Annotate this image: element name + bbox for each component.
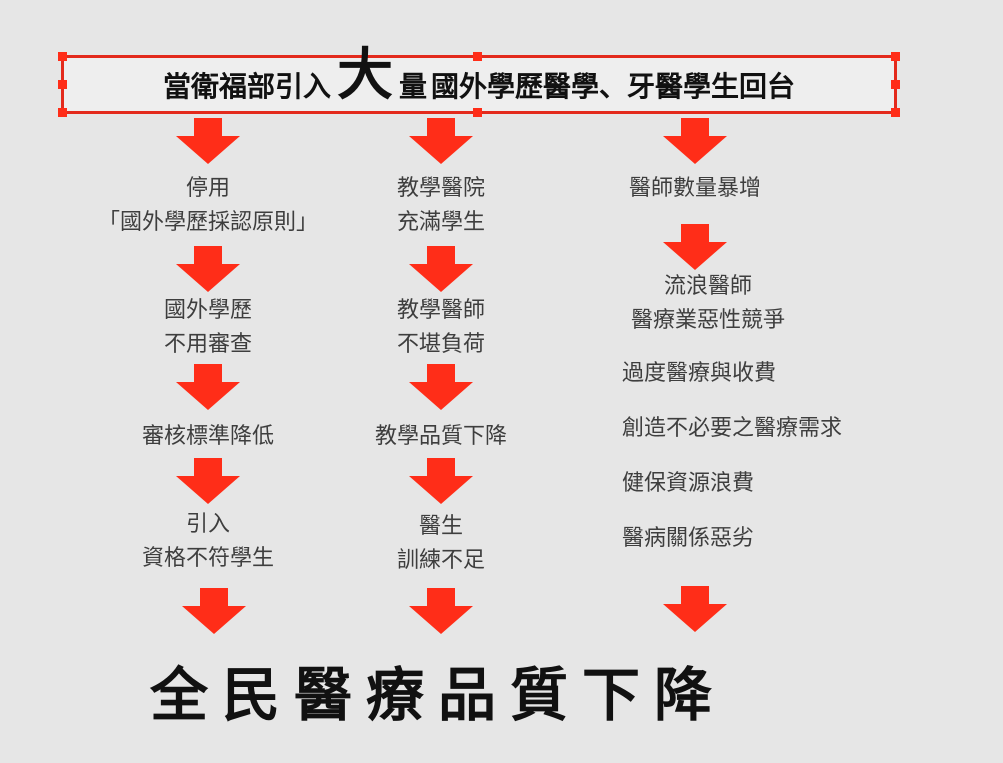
selection-handle bbox=[473, 52, 482, 61]
selection-handle bbox=[473, 108, 482, 117]
col3-effect-item: 創造不必要之醫療需求 bbox=[622, 412, 842, 446]
col2-node-3: 教學品質下降 bbox=[331, 420, 551, 454]
down-arrow-icon bbox=[663, 586, 727, 632]
col2-node-1-line1: 教學醫院 bbox=[396, 176, 485, 201]
col2-node-2: 教學醫師 不堪負荷 bbox=[341, 294, 541, 362]
selection-handle bbox=[58, 80, 67, 89]
col3-node-2-line1: 流浪醫師 bbox=[663, 274, 752, 299]
header-title-big-char: 大 bbox=[336, 41, 393, 108]
col1-node-1-line1: 停用 bbox=[185, 176, 230, 201]
selection-handle bbox=[891, 52, 900, 61]
down-arrow-icon bbox=[409, 118, 473, 164]
selection-handle bbox=[891, 80, 900, 89]
col3-effect-item-text: 創造不必要之醫療需求 bbox=[622, 416, 843, 441]
col1-node-4: 引入 資格不符學生 bbox=[98, 508, 318, 576]
col3-effect-item-text: 醫病關係惡劣 bbox=[622, 526, 755, 551]
col2-node-4: 醫生 訓練不足 bbox=[341, 510, 541, 578]
col1-node-4-line2: 資格不符學生 bbox=[141, 546, 274, 571]
col1-node-2: 國外學歷 不用審查 bbox=[108, 294, 308, 362]
col2-node-4-line2: 訓練不足 bbox=[396, 548, 485, 573]
col2-node-2-line1: 教學醫師 bbox=[396, 298, 485, 323]
down-arrow-icon bbox=[409, 458, 473, 504]
header-title-mid: 量 bbox=[398, 69, 427, 103]
col3-effect-item: 醫病關係惡劣 bbox=[622, 522, 754, 556]
down-arrow-icon bbox=[663, 118, 727, 164]
col1-node-4-line1: 引入 bbox=[185, 512, 230, 537]
col3-node-2-line2: 醫療業惡性競爭 bbox=[630, 308, 785, 333]
selection-handle bbox=[891, 108, 900, 117]
header-title-after: 國外學歷醫學、牙醫學生回台 bbox=[431, 69, 796, 103]
down-arrow-icon bbox=[182, 588, 246, 634]
header-title: 當衛福部引入 大 量 國外學歷醫學、牙醫學生回台 bbox=[64, 47, 894, 111]
col3-node-1-line1: 醫師數量暴增 bbox=[628, 176, 761, 201]
col1-node-3: 審核標準降低 bbox=[108, 420, 308, 454]
down-arrow-icon bbox=[409, 364, 473, 410]
col3-node-1: 醫師數量暴增 bbox=[595, 172, 795, 206]
col1-node-1-line2: 「國外學歷採認原則」 bbox=[97, 210, 318, 235]
col3-effect-item-text: 健保資源浪費 bbox=[622, 471, 755, 496]
col2-node-1: 教學醫院 充滿學生 bbox=[341, 172, 541, 240]
down-arrow-icon bbox=[409, 246, 473, 292]
conclusion-title: 全民醫療品質下降 bbox=[150, 661, 727, 729]
header-title-before: 當衛福部引入 bbox=[162, 69, 331, 103]
col1-node-1: 停用 「國外學歷採認原則」 bbox=[88, 172, 328, 240]
col3-effect-item: 健保資源浪費 bbox=[622, 467, 754, 501]
down-arrow-icon bbox=[409, 588, 473, 634]
col3-node-2: 流浪醫師 醫療業惡性競爭 bbox=[598, 270, 818, 338]
header-box: 當衛福部引入 大 量 國外學歷醫學、牙醫學生回台 bbox=[58, 47, 900, 117]
col1-node-2-line1: 國外學歷 bbox=[163, 298, 252, 323]
selection-handle bbox=[58, 52, 67, 61]
col2-node-3-line1: 教學品質下降 bbox=[374, 424, 507, 449]
down-arrow-icon bbox=[663, 224, 727, 270]
down-arrow-icon bbox=[176, 458, 240, 504]
col3-effect-item-text: 過度醫療與收費 bbox=[622, 361, 777, 386]
down-arrow-icon bbox=[176, 246, 240, 292]
col2-node-1-line2: 充滿學生 bbox=[396, 210, 485, 235]
selection-handle bbox=[58, 108, 67, 117]
col3-effect-item: 過度醫療與收費 bbox=[622, 357, 776, 391]
col1-node-3-line1: 審核標準降低 bbox=[141, 424, 274, 449]
down-arrow-icon bbox=[176, 118, 240, 164]
col1-node-2-line2: 不用審查 bbox=[163, 332, 252, 357]
down-arrow-icon bbox=[176, 364, 240, 410]
col2-node-2-line2: 不堪負荷 bbox=[396, 332, 485, 357]
col2-node-4-line1: 醫生 bbox=[418, 514, 463, 539]
